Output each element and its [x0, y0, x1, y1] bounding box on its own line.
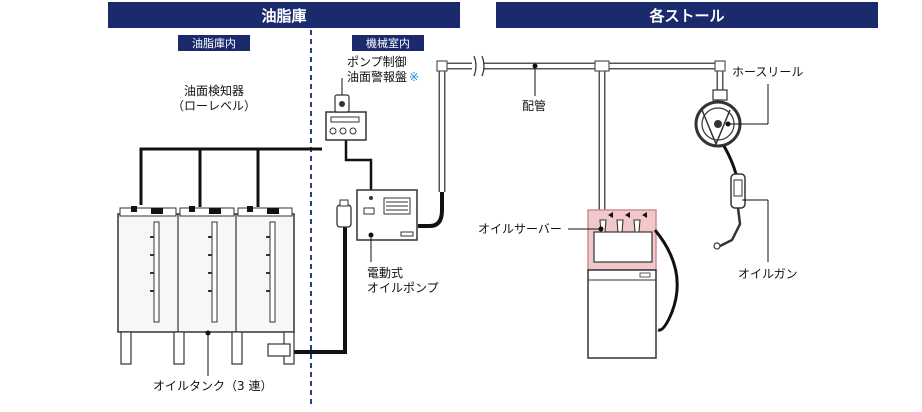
- stall-section-header: 各ストール: [496, 2, 878, 28]
- machine-room-bar: [352, 35, 424, 51]
- storage-inside-label: 油脂庫内: [192, 36, 236, 50]
- panel-pump-cable: [344, 140, 373, 190]
- stall-section-title: 各ストール: [648, 7, 724, 25]
- electric-oil-pump: [336, 189, 418, 262]
- oil-tank-label: オイルタンク（3 連）: [153, 379, 272, 393]
- pipe-label: 配管: [522, 98, 546, 113]
- tank-body: [117, 213, 295, 333]
- suction-pipe: [290, 216, 347, 354]
- server-cabinet: [587, 269, 657, 359]
- level-detector-label-line1: 油面検知器: [184, 84, 244, 98]
- storage-section-title: 油脂庫: [261, 7, 306, 25]
- labels: 油面検知器 （ローレベル） ポンプ制御 油面警報盤 ※ 配管 電動式 オイルポン…: [153, 54, 803, 393]
- panel-label-line1: ポンプ制御: [347, 54, 407, 69]
- storage-header-bar: [108, 2, 460, 28]
- storage-inside-tag: 油脂庫内: [178, 35, 250, 51]
- hose-reel: [694, 84, 769, 175]
- oil-gun-label: オイルガン: [738, 267, 798, 281]
- oil-gun: [713, 173, 769, 262]
- panel-label-line2: 油面警報盤: [347, 69, 407, 84]
- oil-server: [568, 209, 679, 359]
- server-label: オイルサーバー: [478, 222, 562, 236]
- hose-reel-label: ホースリール: [732, 65, 803, 79]
- level-detector-label-line2: （ローレベル）: [172, 99, 256, 113]
- machine-room-tag: 機械室内: [352, 35, 424, 51]
- pump-outlet-hose: [418, 192, 444, 228]
- pump-label-line1: 電動式: [367, 266, 403, 280]
- oil-tank-group: [117, 206, 295, 376]
- stall-header-bar: [496, 2, 878, 28]
- piping: [139, 140, 444, 354]
- storage-inside-bar: [178, 35, 250, 51]
- pump-label-line2: オイルポンプ: [367, 281, 439, 295]
- storage-section-header: 油脂庫: [108, 2, 460, 28]
- machine-room-label: 機械室内: [366, 36, 410, 50]
- pump-control-panel: [325, 78, 367, 141]
- detector-wire-1: [139, 147, 322, 205]
- panel-note-mark: ※: [409, 70, 419, 84]
- main-pipe: [436, 55, 726, 210]
